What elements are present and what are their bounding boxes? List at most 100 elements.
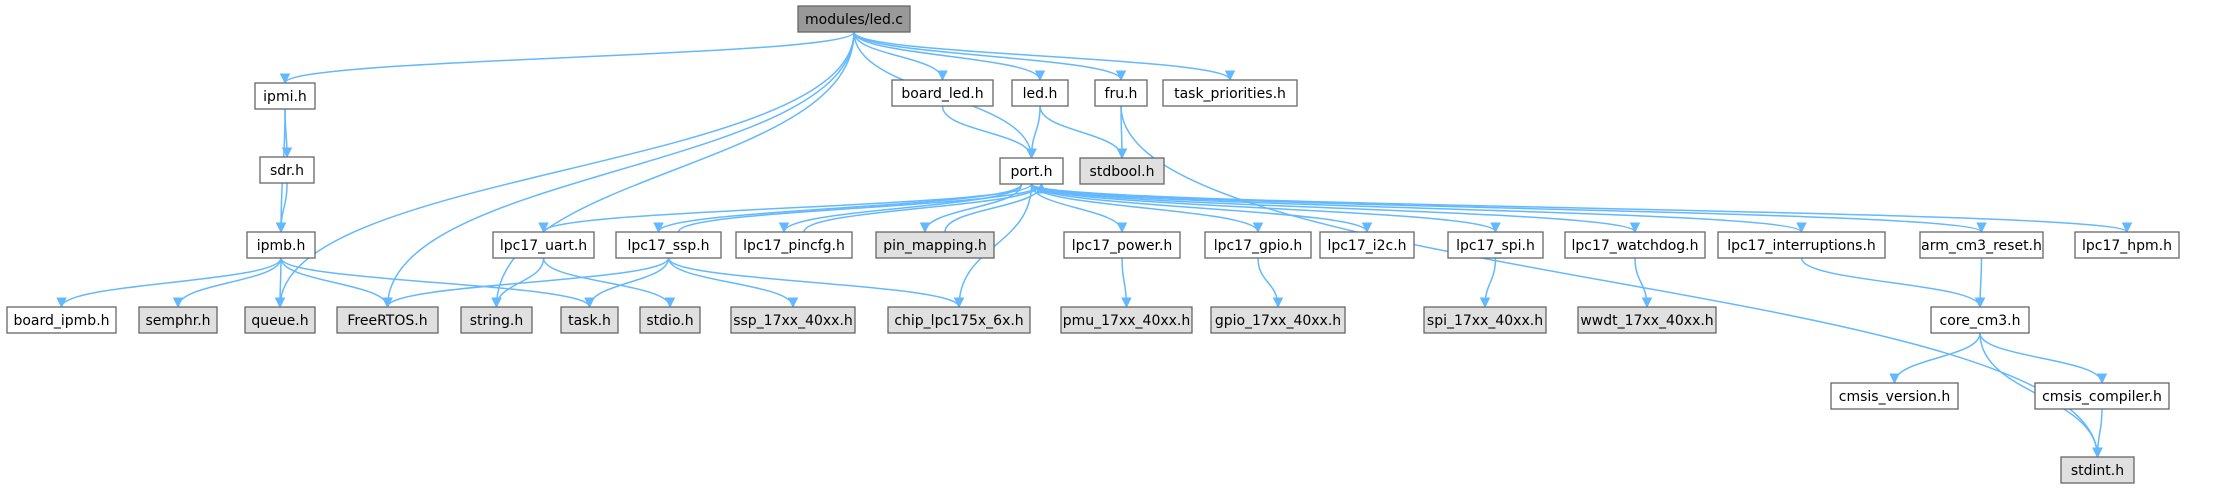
node-box: [1577, 306, 1717, 334]
node-pmu-17xx-40xx-h: pmu_17xx_40xx.h: [1060, 306, 1193, 334]
node-box: [244, 306, 316, 334]
include-edge-port_h-to-lpc17_i2c_h: [1030, 183, 1373, 234]
node-label: cmsis_version.h: [1839, 389, 1950, 405]
node-box: [887, 306, 1031, 334]
node-label: task_priorities.h: [1174, 86, 1286, 102]
node-led-c[interactable]: modules/led.c: [797, 5, 911, 33]
node-lpc17-interruptions-h[interactable]: lpc17_interruptions.h: [1717, 231, 1886, 259]
include-edge-lpc17_ssp_h-to-task_h: [584, 257, 670, 309]
node-port-h[interactable]: port.h: [999, 157, 1064, 185]
node-lpc17-ssp-h[interactable]: lpc17_ssp.h: [615, 231, 722, 259]
node-label: queue.h: [251, 313, 308, 329]
node-box: [1717, 231, 1886, 259]
node-label: semphr.h: [145, 313, 210, 329]
include-edge-lpc17_spi_h-to-spi_17xx_40xx_h: [1479, 257, 1497, 309]
node-label: lpc17_watchdog.h: [1571, 238, 1698, 254]
node-label: task.h: [568, 313, 611, 329]
node-arm-cm3-reset-h[interactable]: arm_cm3_reset.h: [1919, 231, 2044, 259]
node-box: [891, 79, 994, 107]
node-box: [999, 157, 1064, 185]
node-spi-17xx-40xx-h: spi_17xx_40xx.h: [1423, 306, 1547, 334]
node-label: chip_lpc175x_6x.h: [894, 313, 1023, 329]
node-box: [1079, 157, 1165, 185]
node-label: lpc17_pincfg.h: [743, 238, 845, 254]
node-label: lpc17_interruptions.h: [1727, 238, 1876, 254]
include-edge-lpc17_ssp_h-to-chip_lpc175x_6x_h: [667, 257, 965, 309]
node-ipmi-h[interactable]: ipmi.h: [254, 82, 316, 110]
node-cmsis-version-h[interactable]: cmsis_version.h: [1830, 382, 1959, 410]
include-edge-lpc17_pincfg_h-to-port_h: [803, 182, 1047, 233]
node-label: stdint.h: [2071, 463, 2124, 479]
include-edge-led_c-to-string_h: [491, 31, 855, 309]
include-edge-led_c-to-fru_h: [853, 31, 1127, 82]
node-box: [1930, 306, 2030, 334]
node-label: ssp_17xx_40xx.h: [733, 313, 853, 329]
node-label: wwdt_17xx_40xx.h: [1580, 313, 1713, 329]
include-edge-port_h-to-chip_lpc175x_6x_h: [953, 183, 1033, 309]
node-board-led-h[interactable]: board_led.h: [891, 79, 994, 107]
include-edge-port_h-to-lpc17_hpm_h: [1030, 183, 2132, 234]
node-box: [1919, 231, 2044, 259]
node-ipmb-h[interactable]: ipmb.h: [246, 231, 316, 259]
node-box: [259, 156, 315, 184]
node-label: pmu_17xx_40xx.h: [1063, 313, 1191, 329]
include-edge-sdr_h-to-ipmb_h: [275, 182, 288, 234]
include-edge-lpc17_uart_h-to-stdio_h: [542, 257, 676, 309]
node-label: board_led.h: [901, 86, 983, 102]
node-lpc17-pincfg-h[interactable]: lpc17_pincfg.h: [735, 231, 853, 259]
node-label: modules/led.c: [805, 12, 903, 28]
node-label: arm_cm3_reset.h: [1921, 238, 2042, 254]
node-lpc17-power-h[interactable]: lpc17_power.h: [1063, 231, 1181, 259]
node-box: [730, 306, 856, 334]
node-board-ipmb-h[interactable]: board_ipmb.h: [6, 306, 117, 334]
node-box: [1210, 306, 1346, 334]
include-edge-cmsis_compiler_h-to-stdint_h: [2092, 408, 2103, 459]
node-label: string.h: [470, 313, 524, 329]
node-cmsis-compiler-h[interactable]: cmsis_compiler.h: [2034, 382, 2170, 410]
include-edge-led_c-to-task_priorities_h: [853, 31, 1236, 82]
node-label: port.h: [1010, 164, 1052, 180]
node-lpc17-watchdog-h[interactable]: lpc17_watchdog.h: [1564, 231, 1706, 259]
include-edge-ipmb_h-to-queue_h: [274, 257, 286, 309]
node-label: led.h: [1023, 86, 1058, 102]
node-box: [460, 306, 533, 334]
node-lpc17-gpio-h[interactable]: lpc17_gpio.h: [1204, 231, 1312, 259]
node-stdint-h: stdint.h: [2060, 456, 2135, 484]
node-label: ipmb.h: [257, 238, 306, 254]
node-box: [492, 231, 595, 259]
node-string-h: string.h: [460, 306, 533, 334]
node-label: board_ipmb.h: [13, 313, 109, 329]
node-box: [560, 306, 619, 334]
node-lpc17-i2c-h[interactable]: lpc17_i2c.h: [1319, 231, 1415, 259]
node-lpc17-uart-h[interactable]: lpc17_uart.h: [492, 231, 595, 259]
node-box: [2060, 456, 2135, 484]
node-sdr-h[interactable]: sdr.h: [259, 156, 315, 184]
node-box: [1319, 231, 1415, 259]
include-edge-port_h-to-lpc17_spi_h: [1030, 183, 1501, 234]
node-task-priorities-h[interactable]: task_priorities.h: [1162, 79, 1298, 107]
node-label: fru.h: [1105, 86, 1138, 102]
node-box: [797, 5, 911, 33]
include-edge-lpc17_interruptions_h-to-core_cm3_h: [1800, 257, 1986, 309]
include-edge-ipmb_h-to-freertos_h: [280, 257, 393, 309]
node-box: [639, 306, 701, 334]
node-label: lpc17_power.h: [1072, 238, 1173, 254]
node-label: lpc17_ssp.h: [627, 238, 709, 254]
node-box: [1162, 79, 1298, 107]
include-edge-led_c-to-freertos_h: [382, 31, 855, 309]
node-led-h[interactable]: led.h: [1011, 79, 1069, 107]
node-fru-h[interactable]: fru.h: [1094, 79, 1148, 107]
node-box: [1094, 79, 1148, 107]
include-edge-lpc17_gpio_h-to-gpio_17xx_40xx_h: [1257, 257, 1284, 309]
node-lpc17-hpm-h[interactable]: lpc17_hpm.h: [2074, 231, 2180, 259]
node-label: lpc17_gpio.h: [1214, 238, 1303, 254]
node-core-cm3-h[interactable]: core_cm3.h: [1930, 306, 2030, 334]
node-label: stdbool.h: [1090, 164, 1155, 180]
include-edge-led_c-to-led_h: [853, 31, 1046, 82]
node-box: [336, 306, 439, 334]
node-stdio-h: stdio.h: [639, 306, 701, 334]
node-chip-lpc175x-6x-h: chip_lpc175x_6x.h: [887, 306, 1031, 334]
node-lpc17-spi-h[interactable]: lpc17_spi.h: [1447, 231, 1544, 259]
node-box: [2034, 382, 2170, 410]
node-box: [1423, 306, 1547, 334]
